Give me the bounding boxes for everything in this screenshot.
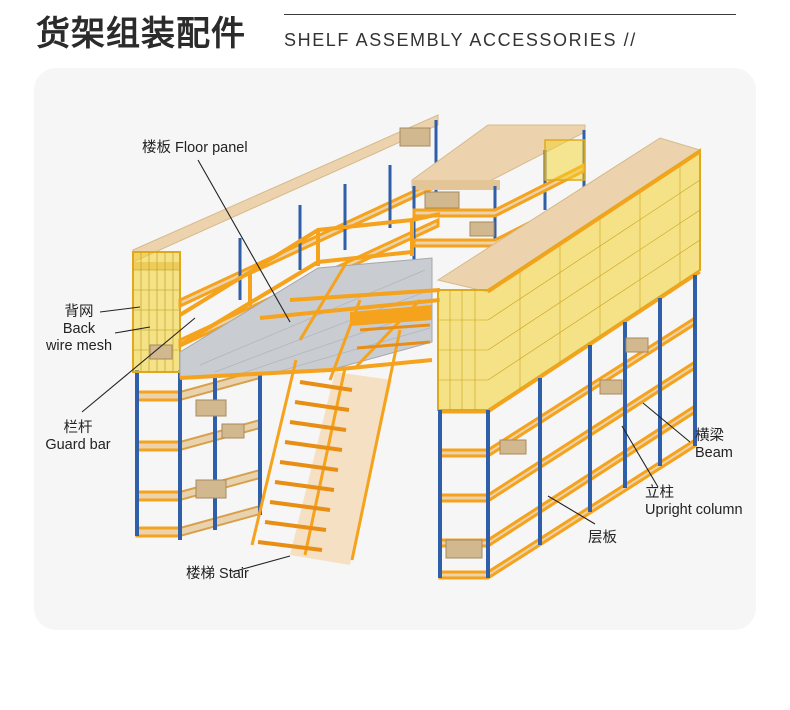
label-upright-column: 立柱 Upright column xyxy=(645,485,743,519)
label-beam: 横梁 Beam xyxy=(695,428,733,462)
label-beam-cn: 横梁 xyxy=(695,428,724,444)
label-upright-column-en: Upright column xyxy=(645,502,743,518)
label-stair: 楼梯 Stair xyxy=(186,566,249,582)
page-title: 货架组装配件 xyxy=(36,14,246,54)
right-rack xyxy=(436,137,702,580)
label-guard-bar-en: Guard bar xyxy=(45,437,111,453)
label-floor-panel: 楼板 Floor panel xyxy=(142,140,248,156)
label-beam-en: Beam xyxy=(695,445,733,461)
label-back-wire-mesh: 背网 Back wire mesh xyxy=(40,304,118,355)
title-divider xyxy=(284,14,736,15)
label-back-wire-mesh-en1: Back xyxy=(62,321,96,337)
label-shelf-layer: 层板 xyxy=(588,530,617,546)
header: 货架组装配件 SHELF ASSEMBLY ACCESSORIES // xyxy=(0,0,790,64)
label-back-wire-mesh-en2: wire mesh xyxy=(45,338,113,354)
label-upright-column-cn: 立柱 xyxy=(645,485,674,501)
label-guard-bar: 栏杆 Guard bar xyxy=(38,420,118,454)
label-guard-bar-cn: 栏杆 xyxy=(63,420,93,436)
stair xyxy=(250,259,432,565)
label-back-wire-mesh-cn: 背网 xyxy=(64,304,94,320)
page-subtitle: SHELF ASSEMBLY ACCESSORIES // xyxy=(284,30,637,50)
leader-lines xyxy=(81,159,691,573)
